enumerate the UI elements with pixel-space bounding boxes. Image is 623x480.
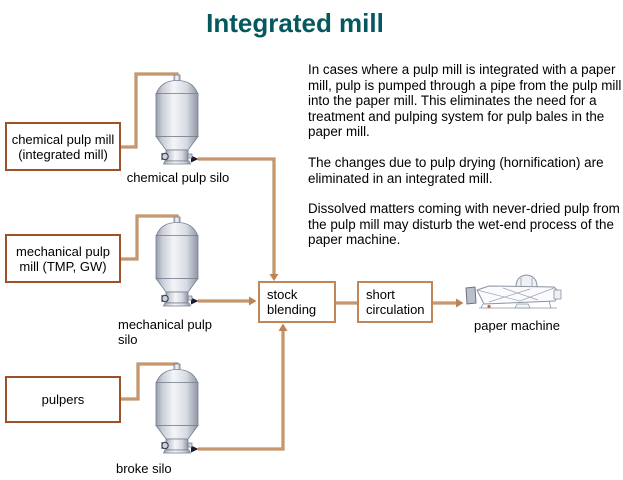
box-pulpers: pulpers	[5, 376, 121, 423]
description-paragraph-3: Dissolved matters coming with never-drie…	[308, 201, 620, 248]
box-pulpers-label: pulpers	[41, 392, 85, 407]
box-short-circulation: short circulation	[357, 281, 433, 323]
description-paragraph-2: The changes due to pulp drying (hornific…	[308, 154, 604, 186]
silo-icon-mechanical	[153, 216, 201, 310]
box-mechanical-pulp-mill-label: mechanical pulp mill (TMP, GW)	[16, 243, 110, 274]
silo-icon-broke	[153, 363, 201, 457]
box-chemical-pulp-mill-label: chemical pulp mill (integrated mill)	[11, 131, 115, 162]
silo-icon-chemical	[153, 74, 201, 168]
label-chemical-pulp-silo: chemical pulp silo	[126, 170, 230, 185]
box-short-circulation-label: short circulation	[366, 287, 425, 317]
paper-machine-icon	[465, 274, 562, 309]
page-title: Integrated mill	[206, 8, 384, 38]
label-mechanical-pulp-silo: mechanical pulp silo	[118, 317, 212, 347]
flow-arrow-icon	[249, 274, 464, 331]
box-stock-blending-label: stock blending	[267, 287, 317, 317]
box-mechanical-pulp-mill: mechanical pulp mill (TMP, GW)	[5, 234, 121, 283]
label-paper-machine: paper machine	[474, 318, 560, 333]
pump-outlet-icon	[191, 155, 199, 453]
label-broke-silo: broke silo	[116, 461, 172, 476]
box-stock-blending: stock blending	[258, 281, 336, 323]
box-chemical-pulp-mill: chemical pulp mill (integrated mill)	[5, 122, 121, 171]
description-paragraph-1: In cases where a pulp mill is integrated…	[308, 62, 622, 140]
description-text: In cases where a pulp mill is integrated…	[308, 62, 623, 263]
